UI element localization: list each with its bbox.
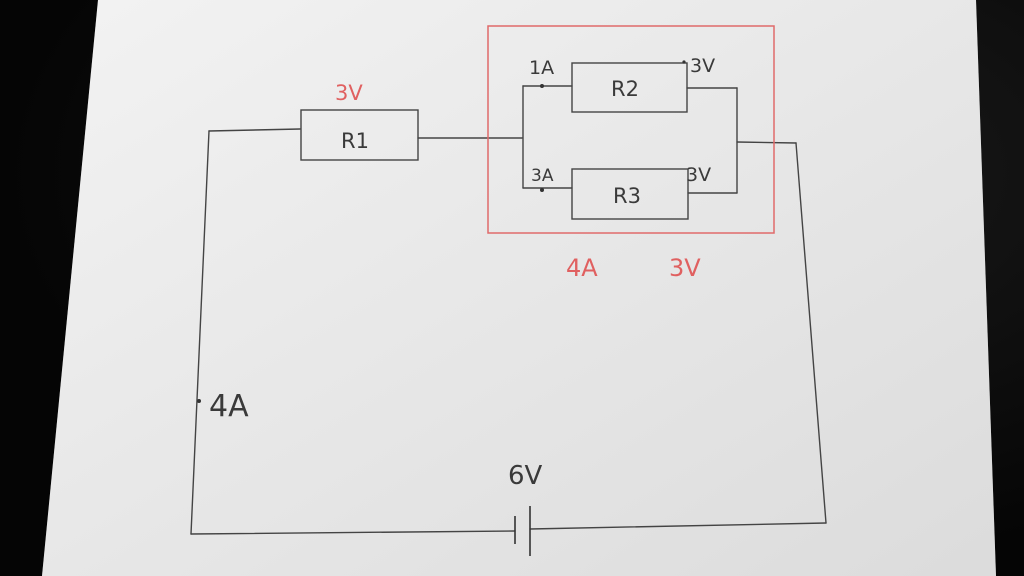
wire-junction-out (736, 141, 797, 144)
parallel-group-highlight (487, 25, 775, 234)
wire-right (795, 142, 827, 524)
r2-voltage-label: 3V (690, 55, 715, 77)
resistor-r2-box (571, 62, 688, 113)
battery-voltage-label: 6V (508, 461, 543, 491)
paper-shading (42, 0, 996, 576)
r1-voltage-label: 3V (335, 81, 363, 105)
r1-label: R1 (341, 129, 369, 153)
circuit-wires (190, 85, 827, 535)
wire-top-left (208, 128, 301, 132)
junction-dot-left (197, 399, 201, 403)
r3-label: R3 (613, 184, 641, 208)
main-current-label: 4A (209, 389, 249, 424)
paper-sheet: R1 3V R2 1A 3V R3 3A 3V 4A 3V 4A 6V (42, 0, 996, 576)
r3-voltage-label: 3V (686, 164, 711, 186)
r3-current-label: 3A (531, 166, 554, 186)
junction-dot-r2-out (682, 60, 686, 64)
wire-bottom-left (190, 530, 516, 535)
wire-bottom-right (529, 522, 827, 530)
parallel-voltage-label: 3V (669, 254, 701, 282)
junction-dot-r3 (540, 188, 544, 192)
r2-current-label: 1A (529, 57, 554, 79)
junction-dot-r2 (540, 84, 544, 88)
r2-label: R2 (611, 77, 639, 101)
resistor-r1-box (300, 109, 419, 161)
parallel-current-label: 4A (566, 254, 598, 282)
wire-left (190, 130, 210, 535)
resistor-r3-box (571, 168, 689, 220)
